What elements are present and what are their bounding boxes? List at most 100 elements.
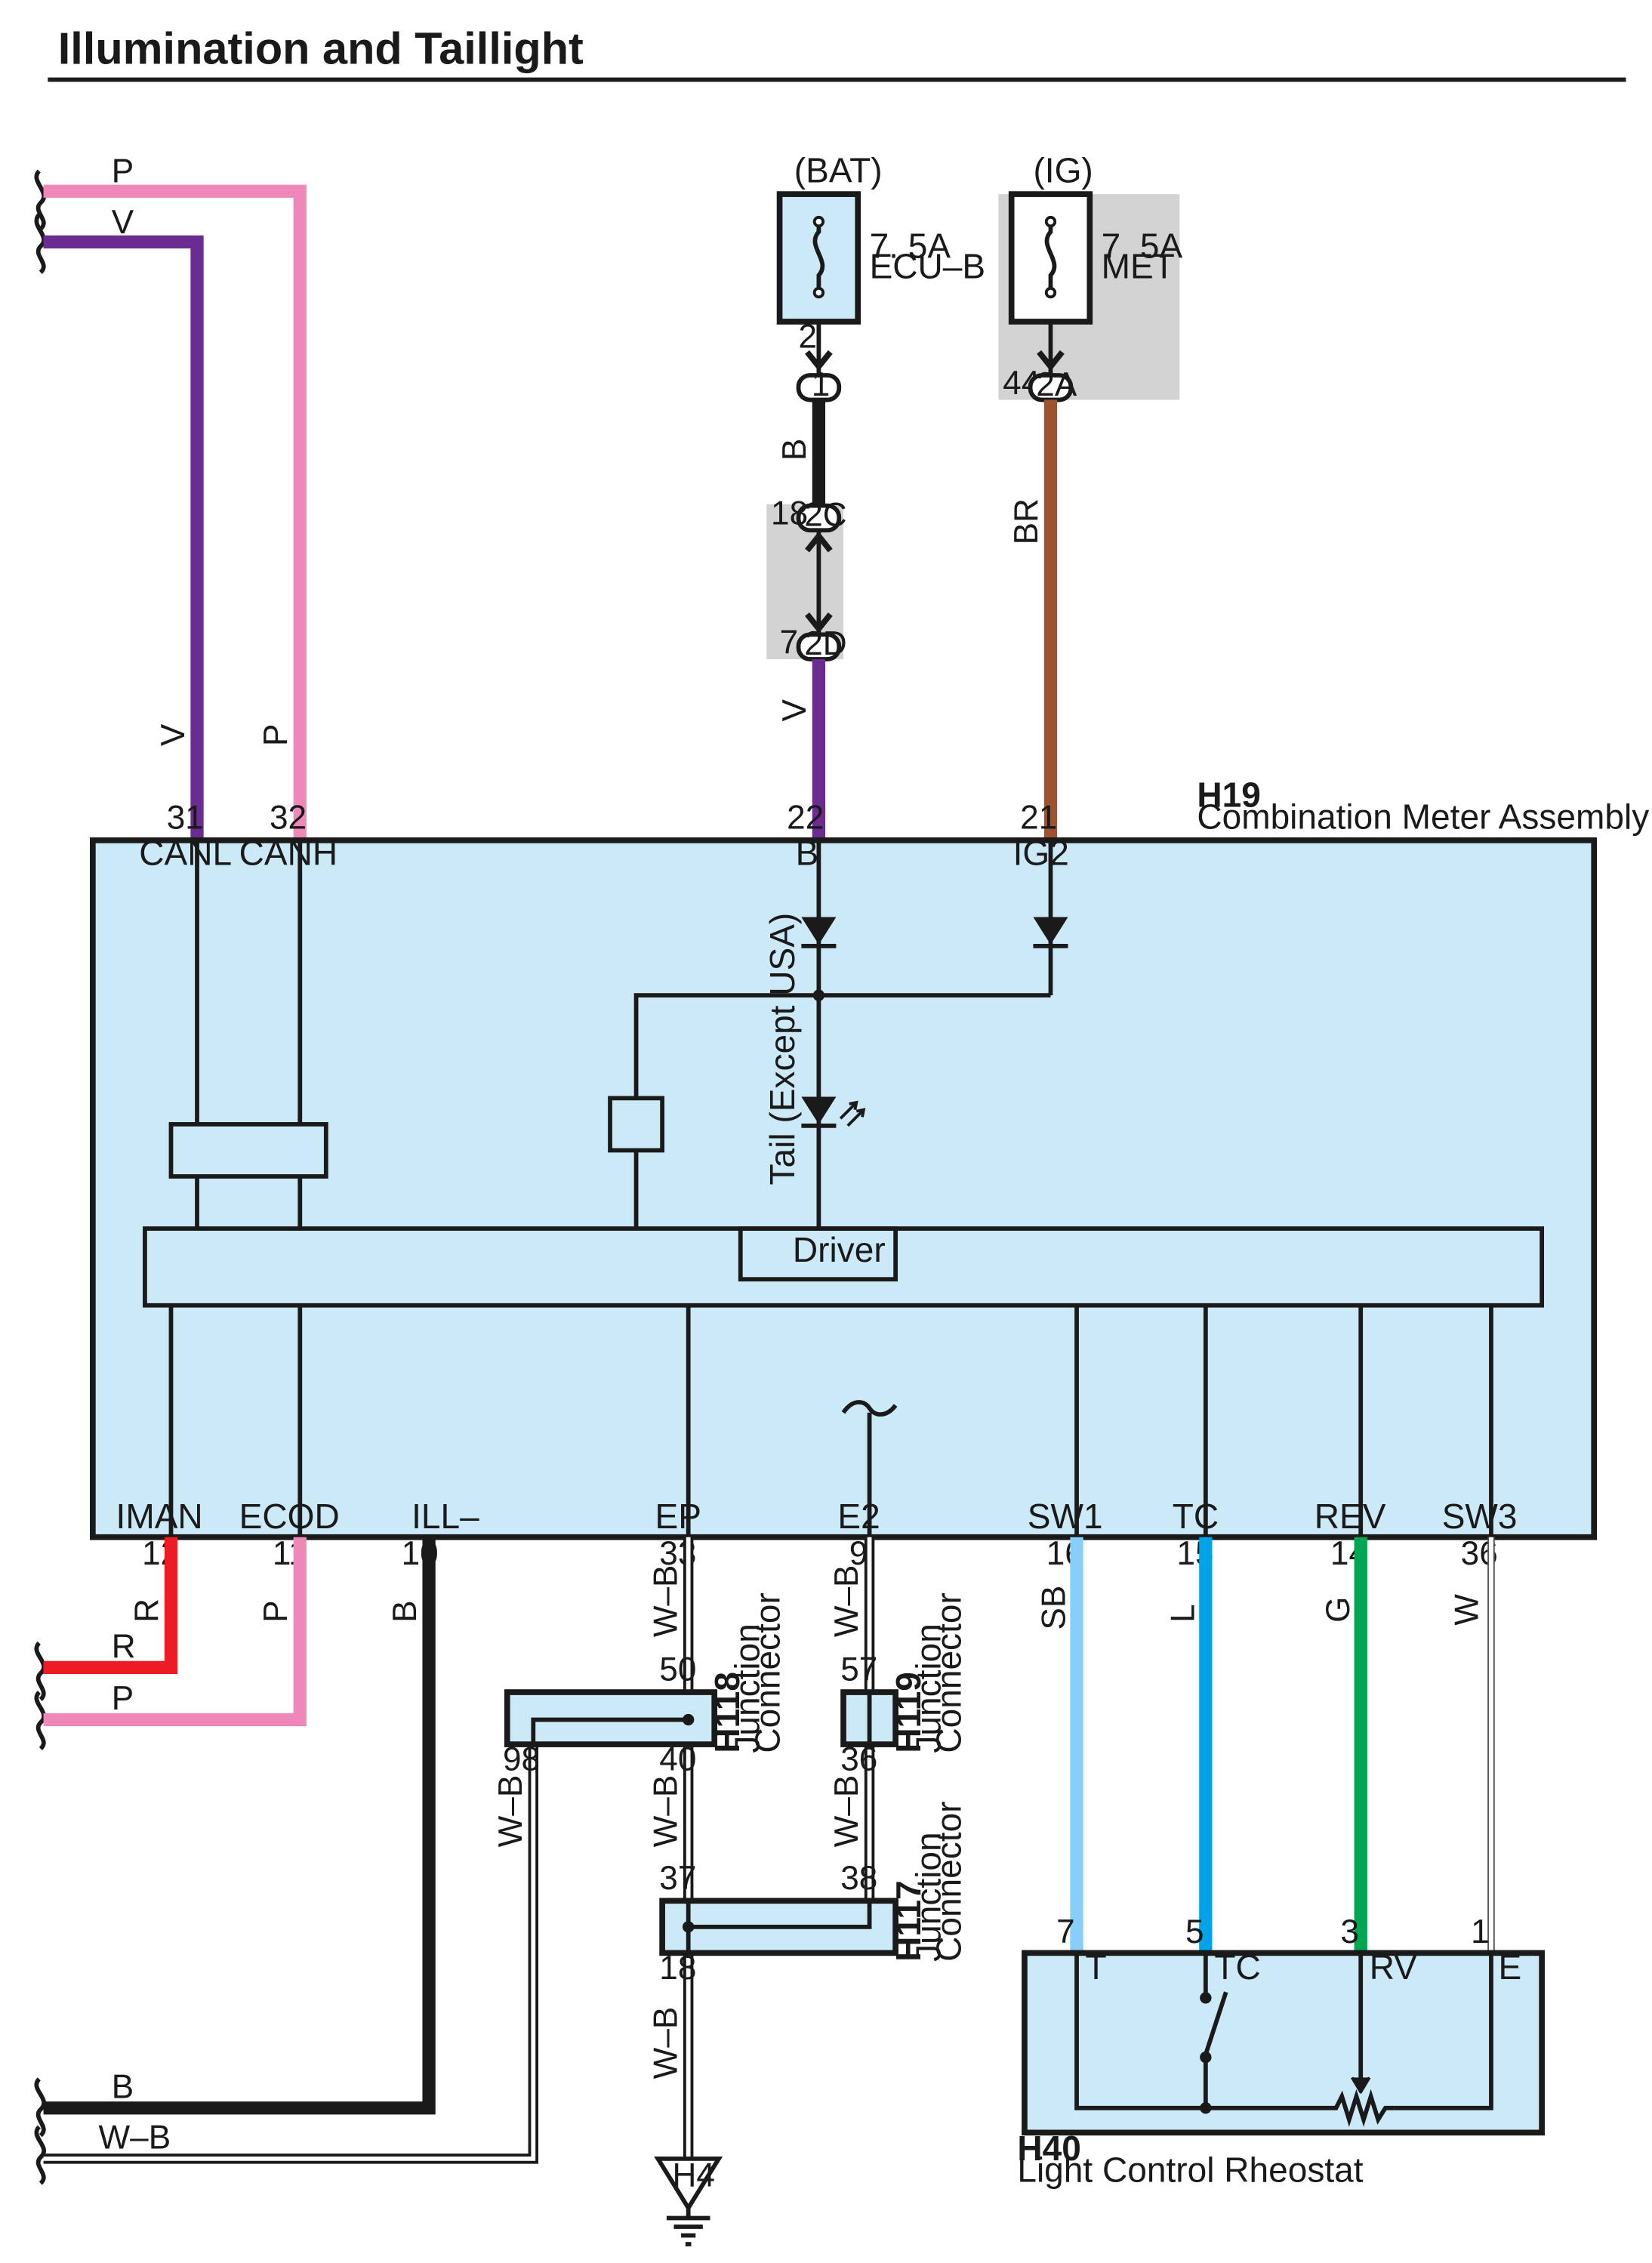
meter-terminal-canh: CANH: [239, 833, 338, 872]
driver-block: [738, 1226, 898, 1282]
connector-chevron-icon: [805, 350, 833, 372]
h118-pin-50: 50: [659, 1651, 696, 1688]
h118-line2: Connector: [748, 1592, 787, 1753]
pin-18: 18: [771, 495, 808, 532]
wire-b-ill: [43, 1537, 436, 2115]
fuse-name-met: MET: [1102, 246, 1175, 285]
wire-p-can-high: [43, 184, 307, 840]
rheostat-terminal-rv: RV: [1370, 1947, 1417, 1987]
wire-code-g: G: [1320, 1597, 1357, 1623]
junction-connector-h118: 50 40 98 H118 Junction Connector: [503, 1592, 787, 1777]
pin-7: 7: [780, 624, 799, 661]
h119-pin-36: 36: [840, 1741, 877, 1778]
wire-code-v-left: V: [155, 723, 192, 746]
wire-code-wb-1: W–B: [647, 1775, 684, 1848]
fuse-source-ig: (IG): [1033, 151, 1093, 190]
rheostat-pin-5: 5: [1185, 1913, 1204, 1950]
wire-label-r: R: [112, 1628, 136, 1665]
wire-code-wb-2: W–B: [828, 1775, 865, 1848]
junction-connector-h119: 57 36 H119 Junction Connector: [840, 1592, 968, 1778]
wire-r-iman: [43, 1537, 178, 1675]
h118-id: H118: [707, 1672, 747, 1753]
wire-code-r: R: [128, 1599, 165, 1623]
meter-terminal-iman: IMAN: [116, 1497, 203, 1536]
wire-code-sb: SB: [1036, 1586, 1073, 1630]
meter-terminal-e2: E2: [837, 1497, 880, 1536]
meter-pin-32: 32: [270, 799, 307, 836]
light-emission-icon: [839, 1100, 866, 1127]
fuse-ecu-b: (BAT) 7. 5A ECU–B 2 1: [776, 151, 985, 403]
meter-terminal-tc: TC: [1173, 1497, 1219, 1536]
pin-2: 2: [799, 318, 818, 355]
internal-bus-line: [633, 993, 1051, 1097]
h117-line2: Connector: [929, 1801, 968, 1961]
ground-triangle: [654, 2156, 723, 2212]
rheostat-internal-loop: [1074, 1953, 1493, 2110]
wire-p-ecod: [43, 1537, 307, 1727]
wire-break-mark: [34, 169, 46, 231]
fuse-terminal-icon: [1044, 215, 1057, 228]
rheostat-name: Light Control Rheostat: [1017, 2150, 1363, 2190]
ac-symbol-icon: [841, 1400, 898, 1417]
meter-pin-22: 22: [787, 799, 824, 836]
junction-dot-icon: [682, 1921, 695, 1933]
wire-break-mark: [34, 1691, 46, 1751]
rheostat-pin-3: 3: [1340, 1913, 1359, 1950]
ground-id: H4: [673, 2157, 715, 2194]
h119-pin-57: 57: [840, 1651, 877, 1688]
led-tail-label: Tail (Except USA): [763, 913, 802, 1185]
fuse-symbol-icon: [1044, 217, 1057, 293]
switch-lever-icon: [1204, 1991, 1228, 2055]
meter-terminal-ig2: IG2: [1013, 833, 1069, 872]
meter-terminal-ill: ILL–: [411, 1497, 479, 1536]
led-tail-icon: [801, 1096, 837, 1124]
fuse-met: (IG) 7. 5A MET 44 2A: [998, 151, 1182, 403]
connector-2c-label: 2C: [804, 496, 846, 533]
rheostat-body: [1022, 1950, 1545, 2136]
light-control-rheostat: 7 5 3 1 T TC RV E: [1022, 1913, 1545, 2136]
connector-chevron-icon: [805, 531, 833, 553]
rheostat-pin-7: 7: [1056, 1913, 1075, 1950]
junction-2c-2d: 2C 18 2D 7: [766, 495, 847, 662]
h118-line1: Junction: [728, 1623, 767, 1753]
resistor-icon: [1330, 2089, 1395, 2127]
h119-line2: Connector: [929, 1592, 968, 1753]
wire-label-wb-bottom: W–B: [99, 2119, 171, 2156]
can-interface-block: [168, 1122, 328, 1179]
wire-label-p: P: [112, 153, 134, 190]
wire-code-v-mid: V: [776, 699, 813, 722]
meter-terminal-sw1: SW1: [1028, 1497, 1103, 1536]
wire-label-v: V: [112, 204, 134, 241]
switch-contact-icon: [1200, 1992, 1212, 2004]
wire-code-p-left: P: [257, 724, 294, 746]
meter-body: [89, 837, 1598, 1540]
connector-2a-icon: [1028, 373, 1074, 402]
connector-1-icon: [796, 373, 842, 402]
rheostat-terminal-tc: TC: [1214, 1947, 1260, 1987]
h119-id: H119: [889, 1672, 928, 1753]
wire-wb-core: [43, 1716, 536, 2161]
fuse-symbol-icon: [812, 217, 825, 293]
h118-pin-40: 40: [659, 1741, 696, 1778]
meter-terminal-sw3: SW3: [1442, 1497, 1518, 1536]
meter-id: H19: [1197, 775, 1260, 815]
wire-code-wb-4: W–B: [647, 2007, 684, 2080]
wiper-arrow-icon: [1351, 2076, 1371, 2095]
fuse-rating-met: 7. 5A: [1102, 227, 1183, 266]
fuse-rating-ecu-b: 7. 5A: [870, 227, 951, 266]
meter-pin-31: 31: [167, 799, 204, 836]
fuse-terminal-icon: [1044, 286, 1057, 299]
wire-label-p-bottom: P: [112, 1680, 134, 1717]
h117-pin-18: 18: [659, 1950, 696, 1987]
wire-code-wb-3: W–B: [492, 1775, 529, 1848]
wire-break-mark: [34, 213, 46, 274]
junction-dot-icon: [1200, 2102, 1212, 2114]
meter-terminal-b: B: [796, 833, 819, 872]
h118-internal-line: [531, 1717, 689, 1747]
diode-ig2-icon: [1033, 917, 1068, 945]
wire-break-mark: [34, 1641, 46, 1701]
rheostat-terminal-e: E: [1499, 1947, 1522, 1987]
h118-pin-98: 98: [503, 1741, 540, 1778]
fuse-terminal-icon: [812, 286, 825, 299]
meter-pin-21: 21: [1020, 799, 1057, 836]
